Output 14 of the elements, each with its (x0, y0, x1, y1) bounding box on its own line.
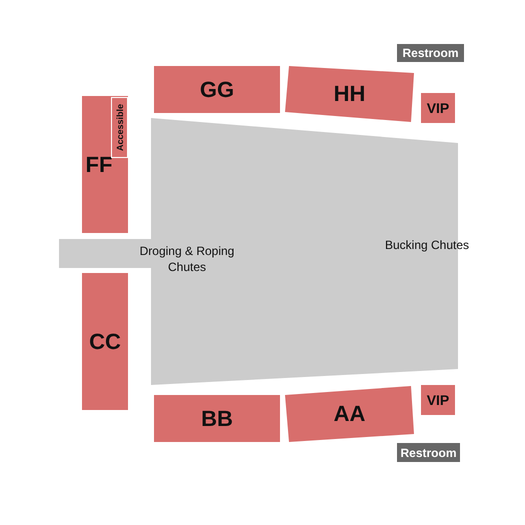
area-label: Droging & Roping Chutes (138, 243, 236, 275)
section-label: HH (334, 81, 366, 107)
seating-section: CC (82, 273, 128, 410)
seating-section: BB (154, 395, 280, 442)
seating-section (82, 96, 128, 233)
accessible-section: Accessible (111, 97, 128, 158)
vip-section: VIP (421, 93, 455, 123)
vip-section: VIP (421, 385, 455, 415)
section-label: FF (86, 152, 112, 178)
section-label: AA (334, 401, 366, 427)
restroom-sign: Restroom (397, 44, 464, 62)
restroom-sign: Restroom (397, 443, 460, 462)
area-label: Bucking Chutes (384, 237, 470, 253)
seating-section: GG (154, 66, 280, 113)
